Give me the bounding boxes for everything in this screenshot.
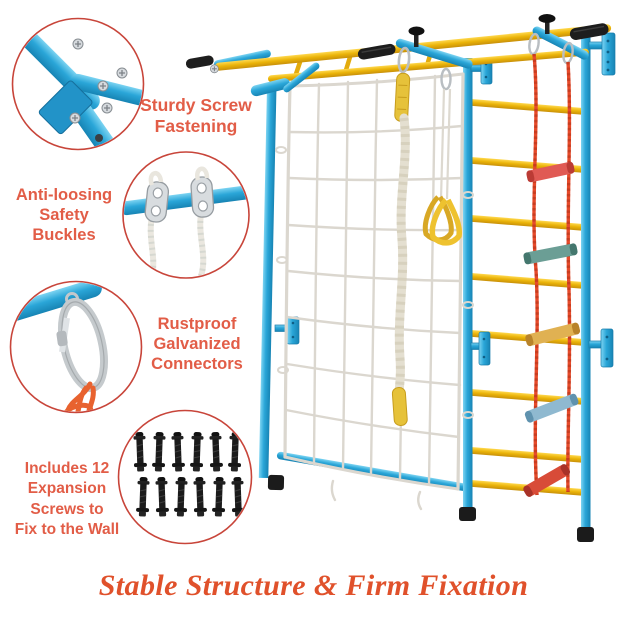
label-line: Includes 12	[24, 460, 110, 477]
label-line: Expansion	[27, 480, 107, 498]
rope-ladder-rung	[525, 322, 581, 347]
label-line: Fastening	[154, 116, 238, 137]
callout-galvanized-connectors	[9, 280, 143, 414]
monkey-bar-top-rails	[185, 14, 612, 97]
rope-ladder-rung	[526, 161, 575, 183]
label-line: Safety	[39, 206, 89, 225]
label-line: Galvanized	[153, 335, 241, 354]
swedish-ladder-rungs	[465, 98, 590, 497]
orange-rope	[62, 381, 96, 412]
callout-label-screw-fastening: Sturdy Screw Fastening	[128, 95, 264, 138]
gymnastic-rings	[422, 67, 463, 246]
carabiner-photo	[11, 282, 108, 412]
rope-ladder-rung	[524, 393, 579, 423]
rope-ladder-rung	[523, 243, 578, 265]
rope-ladder	[523, 32, 581, 497]
label-line: Anti-loosing	[15, 186, 113, 204]
screw-corner-photo	[13, 19, 143, 149]
climbing-rope	[391, 46, 411, 427]
climbing-cargo-net	[275, 72, 474, 511]
label-line: Connectors	[151, 355, 243, 374]
floor-feet	[267, 474, 594, 542]
label-line: Sturdy Screw	[140, 95, 252, 115]
frame-posts	[258, 30, 594, 542]
clamp-knob	[408, 14, 556, 47]
label-line: Screws to	[30, 500, 104, 518]
label-line: Rustproof	[157, 315, 237, 333]
pull-up-grips	[357, 23, 609, 60]
callout-label-galvanized-connectors: Rustproof Galvanized Connectors	[136, 314, 258, 374]
headline: Stable Structure & Firm Fixation	[98, 569, 529, 602]
end-cap	[185, 55, 214, 69]
callout-label-safety-buckles: Anti-loosing Safety Buckles	[6, 185, 122, 245]
callout-safety-buckles	[122, 151, 250, 279]
callout-label-expansion-screws: Includes 12 Expansion Screws to Fix to t…	[2, 459, 132, 541]
label-line: Buckles	[32, 226, 96, 245]
callout-screw-fastening	[11, 17, 145, 151]
label-line: Fix to the Wall	[14, 521, 120, 539]
callout-expansion-screws	[117, 409, 253, 545]
rope-ladder-rung	[523, 464, 571, 497]
